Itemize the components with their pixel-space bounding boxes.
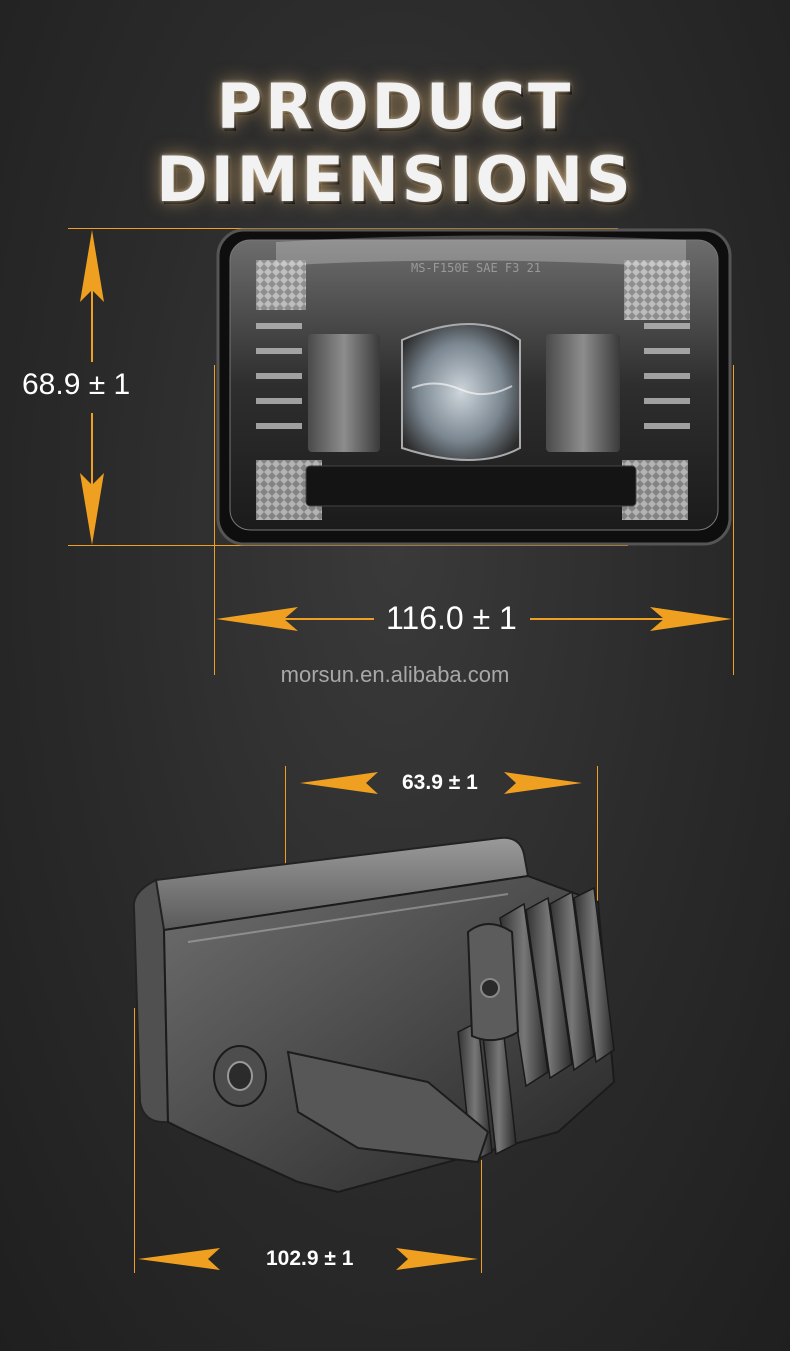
down-arrowhead: [80, 473, 104, 545]
up-arrowhead: [80, 230, 104, 302]
headlight-rear-image: [132, 836, 616, 1194]
height-dimension-label: 68.9 ± 1: [22, 368, 131, 401]
headlight-front-image: MS-F150E SAE F3 21: [216, 228, 732, 546]
height-arrow: [80, 230, 104, 545]
depth-arrow: [300, 772, 582, 794]
base-left-guide: [134, 1008, 135, 1273]
width-dimension-label: 116.0 ± 1: [386, 600, 517, 636]
depth-dimension-label: 63.9 ± 1: [402, 771, 478, 794]
base-right-guide: [481, 1160, 482, 1273]
depth-left-guide: [285, 766, 286, 864]
watermark-text: morsun.en.alibaba.com: [280, 662, 510, 687]
base-width-dimension-label: 102.9 ± 1: [266, 1247, 354, 1270]
left-guide-line: [214, 365, 215, 675]
right-guide-line: [733, 365, 734, 675]
model-marking: MS-F150E SAE F3 21: [411, 261, 541, 275]
page-title: PRODUCT DIMENSIONS: [156, 70, 634, 216]
width-arrow: [216, 607, 732, 631]
right-arrowhead: [650, 607, 732, 631]
left-arrowhead: [216, 607, 298, 631]
base-width-arrow: [138, 1248, 478, 1270]
